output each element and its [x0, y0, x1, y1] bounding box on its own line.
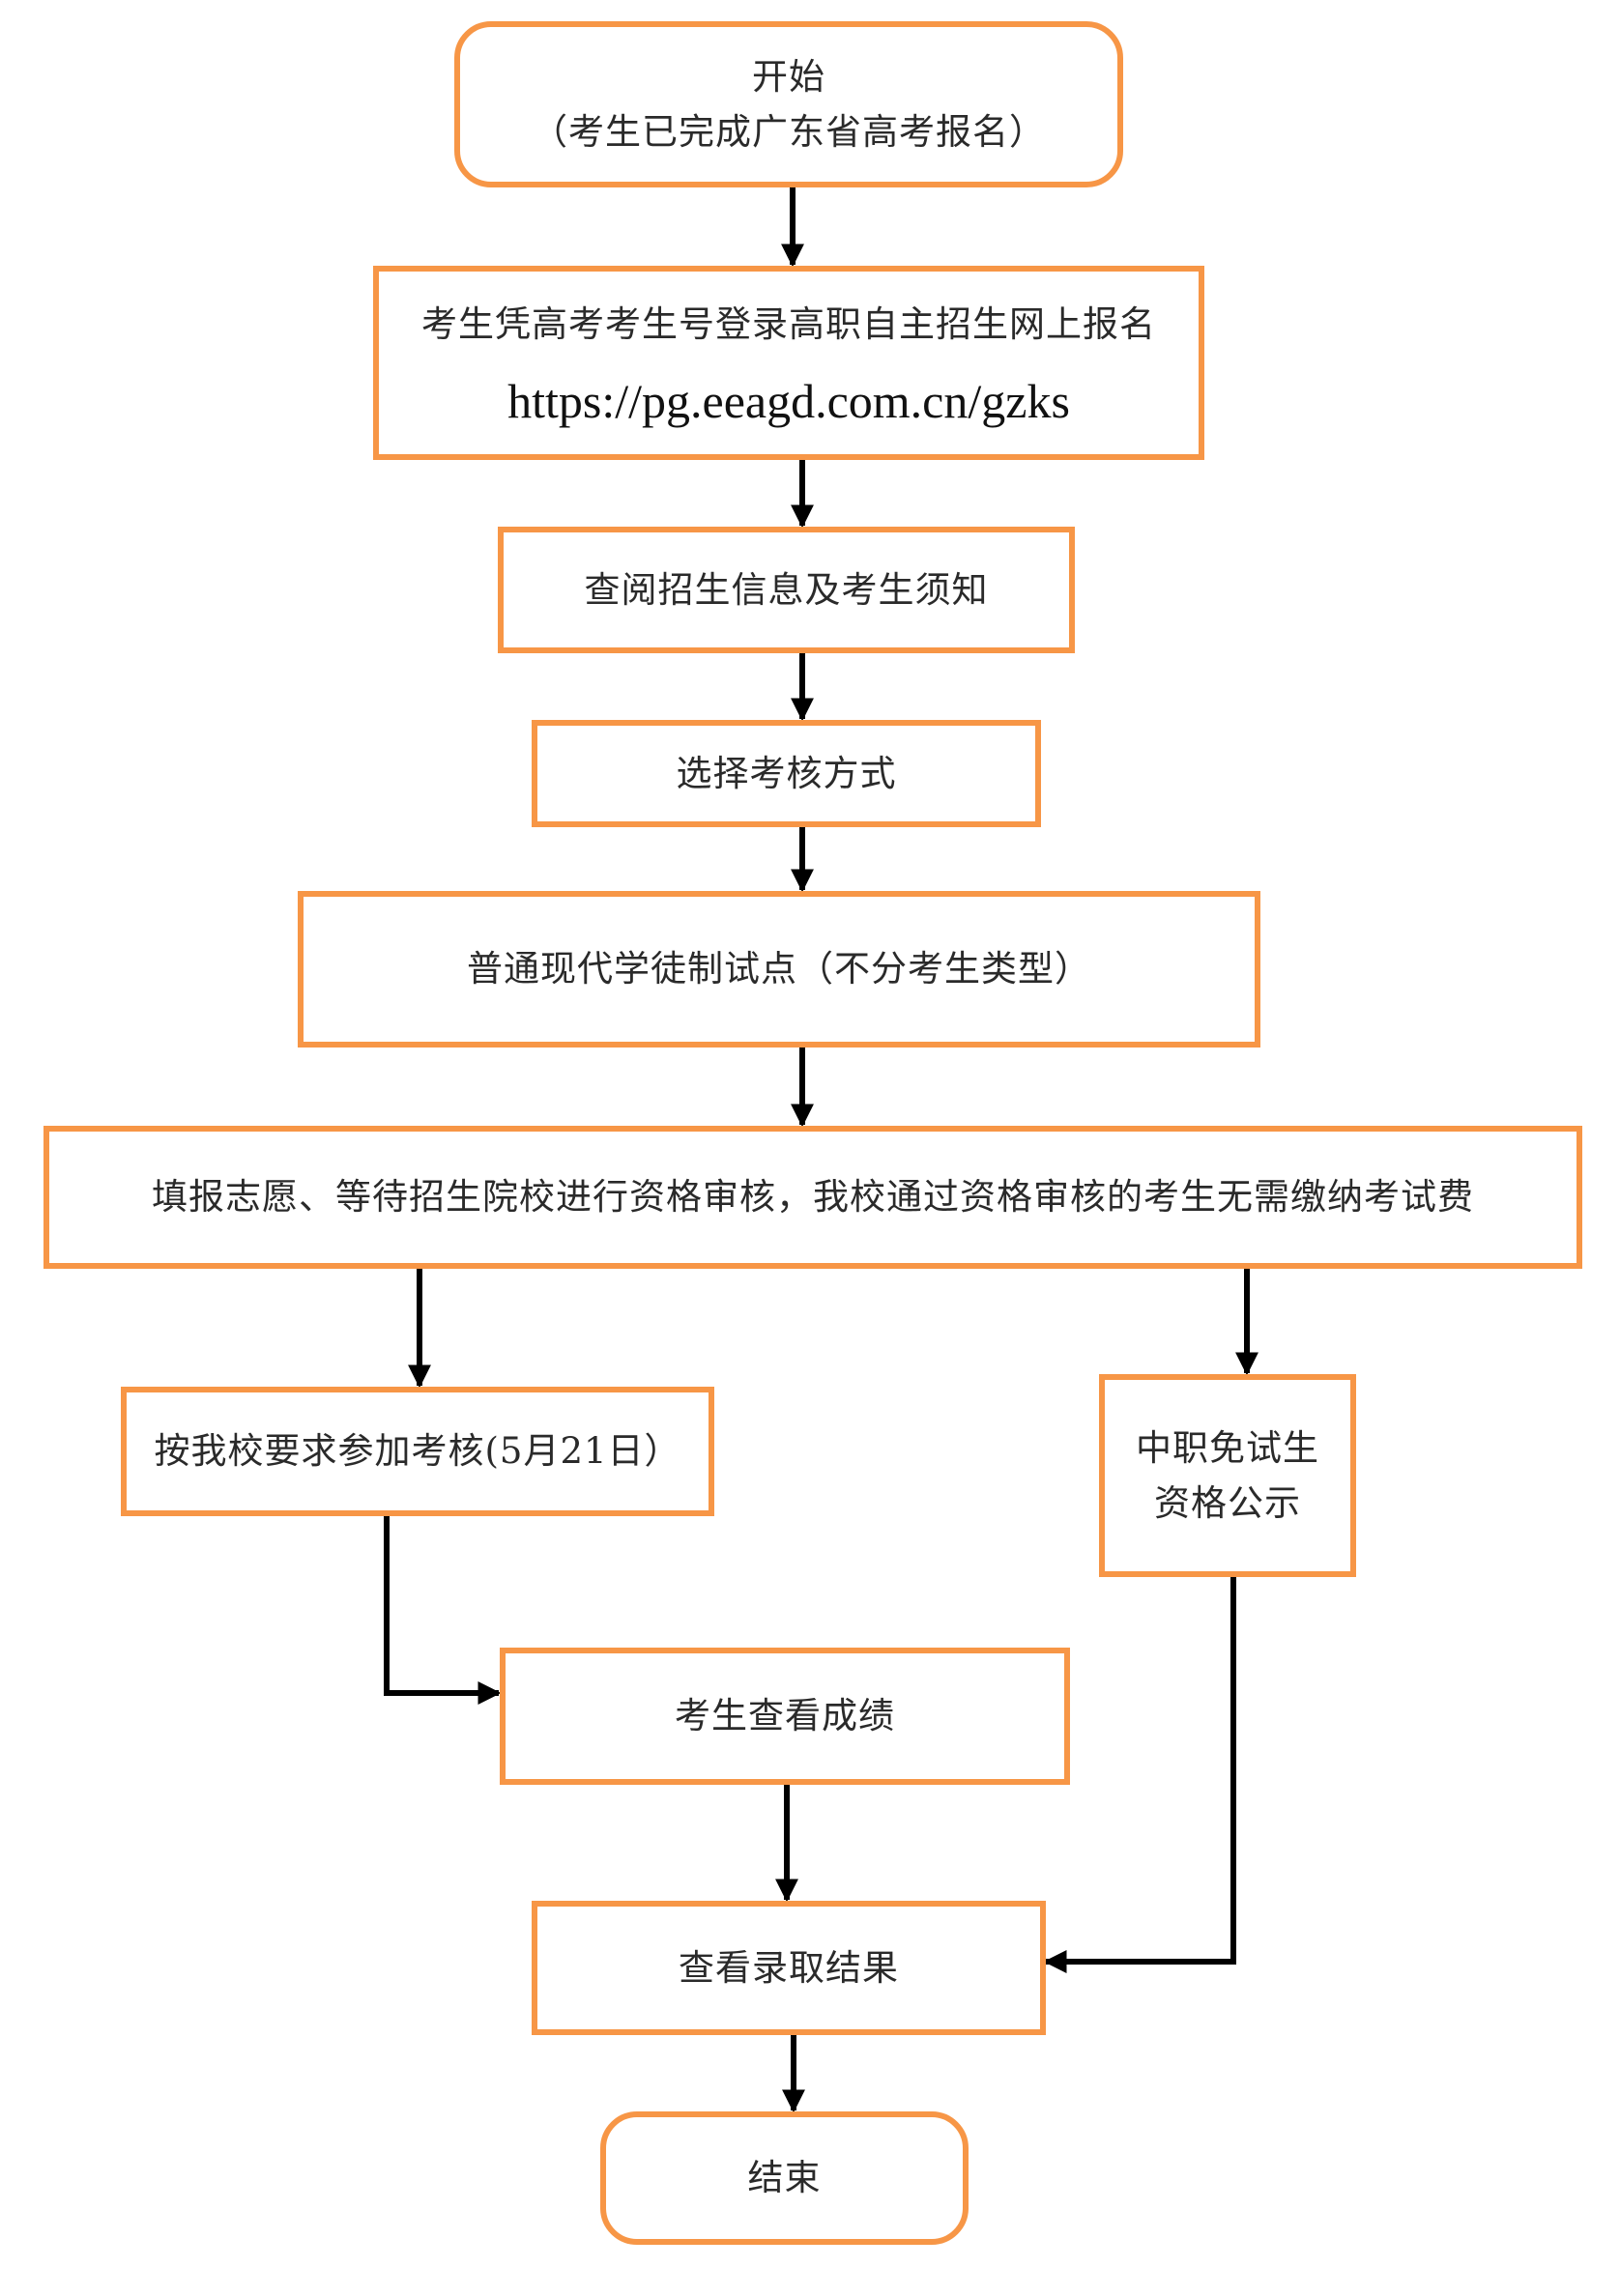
pilot-text: 普通现代学徒制试点（不分考生类型）	[467, 948, 1091, 990]
apply-node: 填报志愿、等待招生院校进行资格审核，我校通过资格审核的考生无需缴纳考试费	[43, 1126, 1582, 1269]
apply-text: 填报志愿、等待招生院校进行资格审核，我校通过资格审核的考生无需缴纳考试费	[152, 1176, 1474, 1219]
scores-text: 考生查看成绩	[675, 1695, 895, 1737]
exempt-text-line2: 资格公示	[1154, 1482, 1301, 1524]
end-text: 结束	[747, 2157, 822, 2199]
pilot-node: 普通现代学徒制试点（不分考生类型）	[298, 891, 1260, 1048]
scores-node: 考生查看成绩	[500, 1648, 1070, 1785]
result-text: 查看录取结果	[679, 1946, 899, 1989]
exempt-text-line1: 中职免试生	[1136, 1426, 1319, 1469]
end-node: 结束	[600, 2111, 969, 2245]
exempt-node: 中职免试生 资格公示	[1099, 1374, 1356, 1577]
start-subtitle: （考生已完成广东省高考报名）	[532, 111, 1046, 153]
start-node: 开始 （考生已完成广东省高考报名）	[454, 21, 1123, 187]
result-node: 查看录取结果	[532, 1901, 1046, 2035]
register-node: 考生凭高考考生号登录高职自主招生网上报名 https://pg.eeagd.co…	[373, 266, 1204, 460]
arrow-exempt-to-result	[1043, 1577, 1236, 1973]
register-text: 考生凭高考考生号登录高职自主招生网上报名	[421, 302, 1156, 345]
read-info-text: 查阅招生信息及考生须知	[584, 568, 989, 611]
choose-mode-text: 选择考核方式	[676, 752, 897, 794]
register-url: https://pg.eeagd.com.cn/gzks	[507, 374, 1070, 429]
start-title: 开始	[752, 55, 825, 98]
exam-node: 按我校要求参加考核(5月21日）	[121, 1387, 714, 1516]
exam-text: 按我校要求参加考核(5月21日）	[154, 1430, 681, 1473]
read-info-node: 查阅招生信息及考生须知	[498, 527, 1075, 653]
choose-mode-node: 选择考核方式	[532, 720, 1041, 827]
arrow-exam-to-scores	[384, 1516, 502, 1705]
